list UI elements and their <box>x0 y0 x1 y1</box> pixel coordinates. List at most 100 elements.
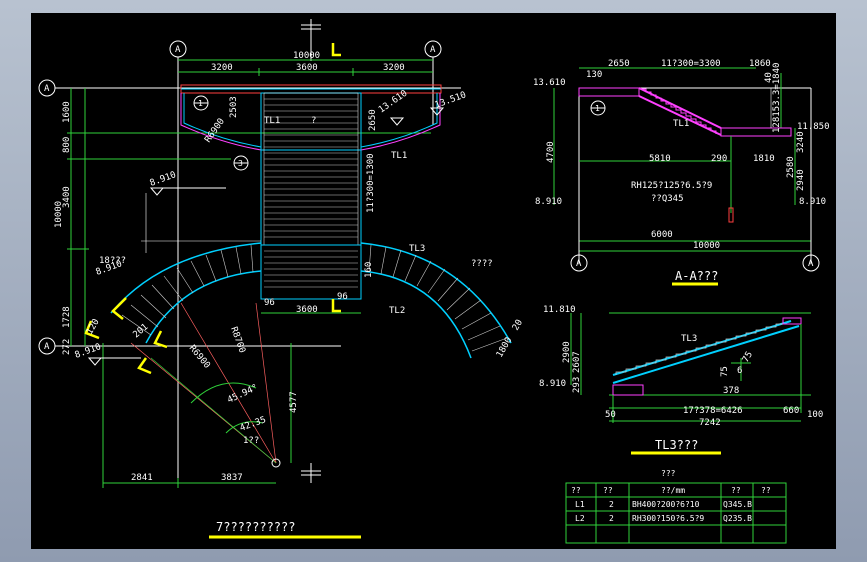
sec-dim-10000: 10000 <box>693 241 720 251</box>
section-grid-bubble-1 <box>570 254 588 272</box>
sec-dim-1810: 1810 <box>753 154 775 164</box>
sec-grid-a-1: A <box>576 259 582 269</box>
dim-2503: 2503 <box>229 96 239 118</box>
grid-label-a-4: A <box>44 342 50 352</box>
dim-120: 120 <box>85 317 102 336</box>
tl3-elev-891: 8.910 <box>539 379 566 389</box>
sec-dim-1860: 1860 <box>749 59 771 69</box>
grid-label-a-2: A <box>430 45 436 55</box>
tl3-label: TL3 <box>681 334 697 344</box>
dim-left: 3200 <box>211 63 233 73</box>
dim-v-1600: 1600 <box>62 101 72 123</box>
tl3-view <box>570 312 811 455</box>
sec-member: RH125?125?6.5?9 <box>631 181 712 191</box>
dim-1800: 1800 <box>495 336 515 360</box>
tl3-dim-75b: 75 <box>741 350 755 364</box>
tl3-labels: 11.810 2900 2607 293 8.910 TL3 75 75 6 3… <box>539 305 823 452</box>
sec-dim-40: 40 <box>764 72 774 83</box>
tl3-elev-1181: 11.810 <box>543 305 576 315</box>
label-tl2: TL2 <box>389 306 405 316</box>
table-header-4: ?? <box>761 486 771 495</box>
dim-total-top: 10000 <box>293 51 320 61</box>
label-tl3: TL3 <box>409 244 425 254</box>
dim-96-b: 96 <box>337 292 348 302</box>
table-cell-1-2: RH300?150?6.5?9 <box>632 514 704 523</box>
label-18: 18??? <box>99 256 126 266</box>
plan-labels: A A A A 10000 3200 3600 3200 1600 800 34… <box>44 45 525 534</box>
dim-v-272: 272 <box>62 339 72 355</box>
grid-label-a-3: A <box>44 84 50 94</box>
dim-3600-b: 3600 <box>296 305 318 315</box>
dim-2650: 2650 <box>368 109 378 131</box>
marker-3-label: 3 <box>238 159 243 168</box>
angle-4594: 45.94° <box>226 383 260 406</box>
tl3-dim-17x378: 17?378=6426 <box>683 406 743 416</box>
sec-dim-2940: 2940 <box>796 169 806 191</box>
marker-1-label: 1 <box>198 99 203 108</box>
drawing-canvas[interactable]: A A A A 10000 3200 3600 3200 1600 800 34… <box>31 13 836 549</box>
dim-96-a: 96 <box>264 298 275 308</box>
label-tl1-a: TL1 <box>264 116 280 126</box>
table-caption: ??? <box>661 469 676 478</box>
sec-elev-1185: 11.850 <box>797 122 830 132</box>
table-cell-0-0: L1 <box>575 500 585 509</box>
sec-elev-1361: 13.610 <box>533 78 566 88</box>
label-tl1-b: TL1 <box>391 151 407 161</box>
section-title: A-A??? <box>675 269 718 283</box>
dim-2841: 2841 <box>131 473 153 483</box>
table-cell-1-1: 2 <box>609 514 614 523</box>
tl3-dim-2607: 2607 <box>572 351 582 373</box>
dim-right: 3200 <box>383 63 405 73</box>
sec-dim-4700: 4700 <box>546 141 556 163</box>
elev-891-a: 8.910 <box>149 170 178 189</box>
sec-dim-130: 130 <box>586 70 602 80</box>
sec-dim-6000: 6000 <box>651 230 673 240</box>
plan-view <box>38 19 512 539</box>
cad-drawing: A A A A 10000 3200 3600 3200 1600 800 34… <box>38 19 830 544</box>
table-text: ??? ?? ?? ??/mm ?? ?? L1 2 BH400?200?6?1… <box>571 469 771 523</box>
table-cell-1-0: L2 <box>575 514 585 523</box>
section-labels: 2650 11?300=3300 1860 13.610 130 4700 58… <box>533 59 830 283</box>
table-header-3: ?? <box>731 486 741 495</box>
dim-mid: 3600 <box>296 63 318 73</box>
table-header-1: ?? <box>603 486 613 495</box>
sec-marker-1: 1 <box>595 104 600 113</box>
tl3-dim-378: 378 <box>723 386 739 396</box>
section-view <box>553 67 820 286</box>
sec-dim-128: 128153.3=1840 <box>772 63 782 133</box>
table-cell-0-2: BH400?200?6?10 <box>632 500 700 509</box>
dim-11x300: 11?300=1300 <box>366 153 376 213</box>
dim-160: 160 <box>364 262 374 278</box>
label-q: ? <box>311 116 316 126</box>
sec-dim-290: 290 <box>711 154 727 164</box>
sec-dim-3240: 3240 <box>796 131 806 153</box>
dim-20: 20 <box>511 318 525 332</box>
dim-v-3400: 3400 <box>62 186 72 208</box>
grid-label-a-1: A <box>175 45 181 55</box>
angle-q: 1?? <box>243 436 259 446</box>
radius-8700: R8700 <box>228 326 247 355</box>
tl3-dim-660: 660 <box>783 406 799 416</box>
sec-label-tl1: TL1 <box>673 119 689 129</box>
sec-elev-891-b: 8.910 <box>799 197 826 207</box>
dim-4577: 4577 <box>289 391 299 413</box>
sec-dim-11x300: 11?300=3300 <box>661 59 721 69</box>
tl3-dim-100: 100 <box>807 410 823 420</box>
sec-dim-2580: 2580 <box>786 156 796 178</box>
label-qqqq: ???? <box>471 259 493 269</box>
member-table <box>565 482 787 544</box>
sec-grid-a-2: A <box>808 259 814 269</box>
tl3-dim-75a: 75 <box>720 366 730 377</box>
tl3-dim-50: 50 <box>605 410 616 420</box>
tl3-dim-6: 6 <box>737 366 742 376</box>
table-header-2: ??/mm <box>661 486 685 495</box>
table-header-0: ?? <box>571 486 581 495</box>
dim-3837: 3837 <box>221 473 243 483</box>
table-cell-1-3: Q235.B <box>723 514 752 523</box>
sec-elev-891-a: 8.910 <box>535 197 562 207</box>
dim-v-1728: 1728 <box>62 306 72 328</box>
sec-member-mat: ??Q345 <box>651 194 684 204</box>
dim-v-10000: 10000 <box>54 201 64 228</box>
section-grid-bubble-2 <box>802 254 820 272</box>
